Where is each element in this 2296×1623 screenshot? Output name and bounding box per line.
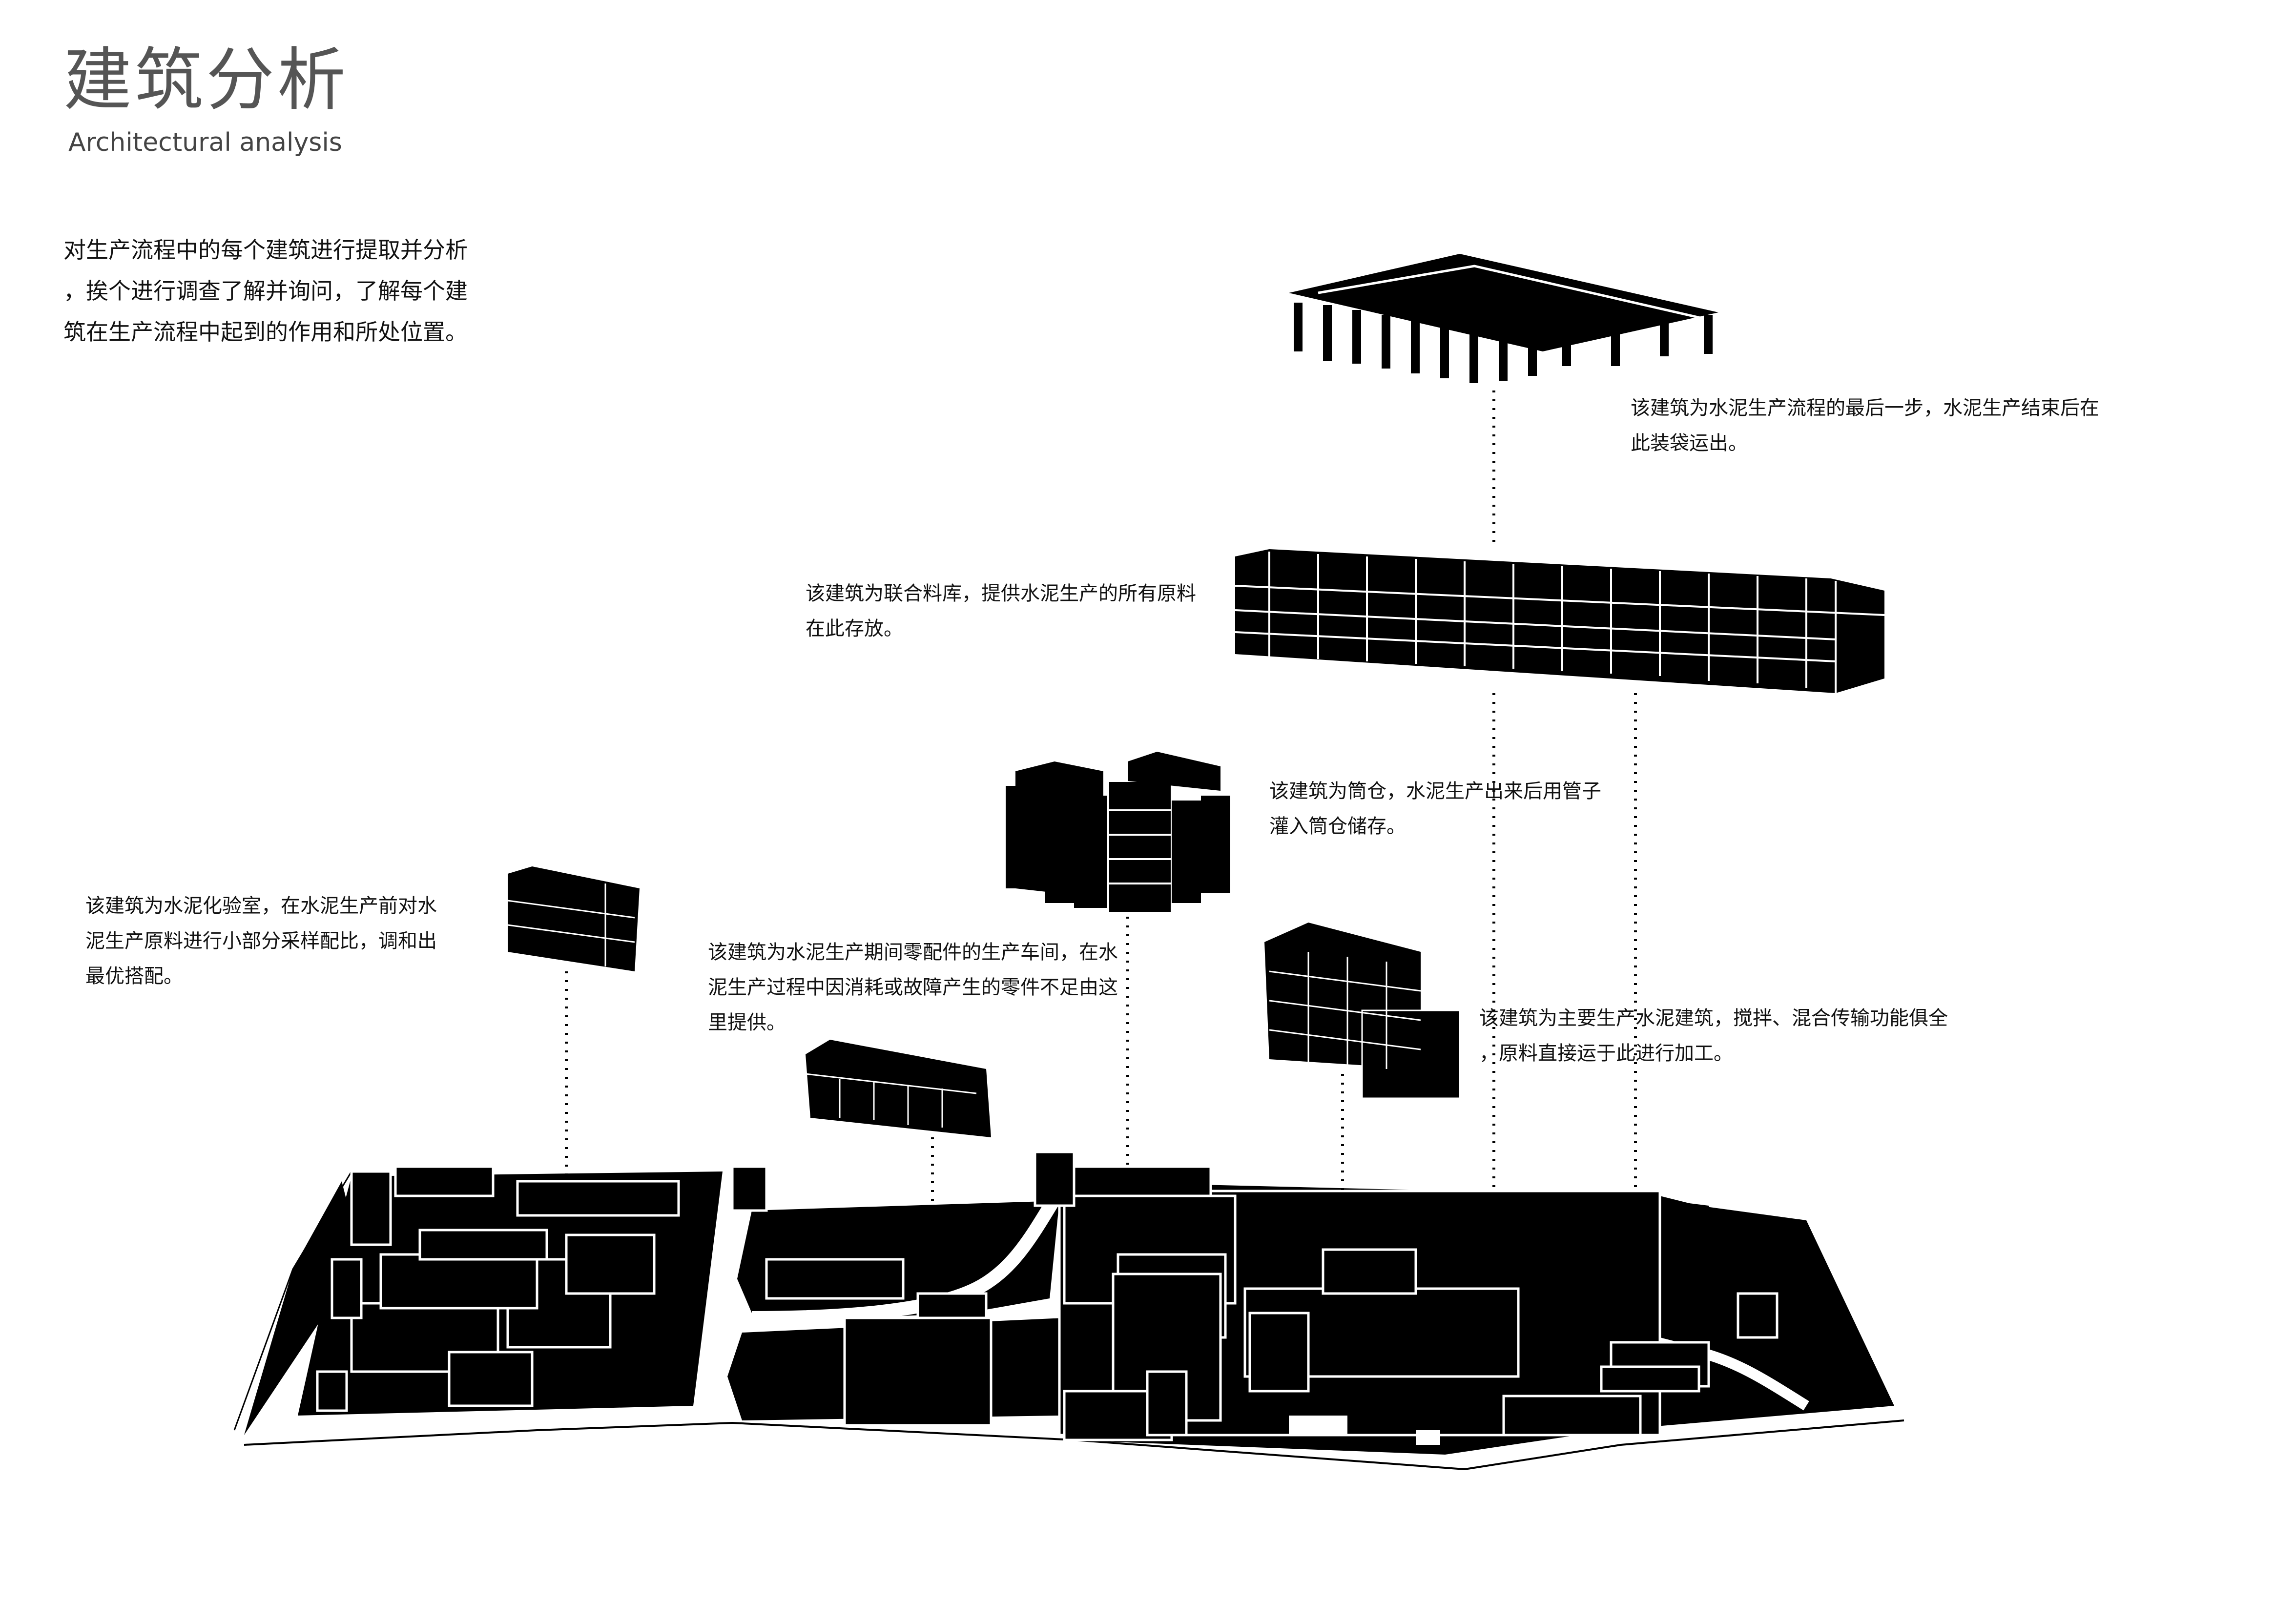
annotation-line: 最优搭配。 — [85, 965, 183, 987]
site-building — [916, 1292, 988, 1319]
building-laboratory — [507, 866, 640, 971]
silo-windows — [1108, 809, 1172, 884]
site-building — [331, 1258, 363, 1319]
building-silo — [1006, 752, 1230, 914]
annotation-main-production: 该建筑为主要生产水泥建筑，搅拌、混合传输功能俱全 ，原料直接运于此进行加工。 — [1479, 1001, 1948, 1071]
site-ground-right — [1670, 1201, 1758, 1328]
site-building — [1248, 1312, 1310, 1393]
annotation-line: 该建筑为筒仓，水泥生产出来后用管子 — [1269, 780, 1601, 802]
site-building — [448, 1351, 534, 1407]
site-building — [1600, 1365, 1700, 1393]
annotation-packing: 该建筑为水泥生产流程的最后一步，水泥生产结束后在 此装袋运出。 — [1631, 390, 2099, 461]
annotation-line: 该建筑为水泥生产期间零配件的生产车间，在水 — [708, 941, 1118, 964]
site-building-outline — [1416, 1430, 1440, 1445]
annotation-workshop: 该建筑为水泥生产期间零配件的生产车间，在水 泥生产过程中因消耗或故障产生的零件不… — [708, 935, 1118, 1040]
storage-roof — [1235, 549, 1884, 615]
site-building — [516, 1180, 680, 1217]
building-workshop — [805, 1040, 991, 1137]
site-building — [418, 1229, 548, 1261]
site-building — [350, 1170, 392, 1246]
annotation-storage: 该建筑为联合料库，提供水泥生产的所有原料 在此存放。 — [806, 576, 1196, 646]
annotation-line: 该建筑为主要生产水泥建筑，搅拌、混合传输功能俱全 — [1479, 1007, 1948, 1029]
site-boundary-line — [233, 1171, 352, 1431]
site-building — [1502, 1395, 1642, 1437]
annotation-line: 该建筑为水泥化验室，在水泥生产前对水 — [85, 895, 437, 917]
site-ground-left-strip — [244, 1181, 352, 1435]
annotation-line: 此装袋运出。 — [1631, 432, 1748, 454]
site-building — [1034, 1150, 1076, 1207]
site-building — [565, 1233, 656, 1295]
page-title: 建筑分析 — [63, 41, 349, 120]
intro-line: 对生产流程中的每个建筑进行提取并分析 — [63, 237, 468, 263]
site-building-outline — [1289, 1416, 1347, 1435]
site-building — [316, 1370, 348, 1412]
building-packing-shed — [1289, 254, 1718, 383]
site-plan — [233, 1150, 1904, 1471]
site-buildings — [316, 1150, 1779, 1441]
site-building — [843, 1316, 993, 1427]
page-subtitle: Architectural analysis — [68, 128, 342, 157]
intro-paragraph: 对生产流程中的每个建筑进行提取并分析 ，挨个进行调查了解并询问，了解每个建 筑在… — [63, 229, 503, 352]
site-building — [765, 1258, 905, 1300]
annotation-line: 该建筑为联合料库，提供水泥生产的所有原料 — [806, 582, 1196, 605]
site-building — [1146, 1370, 1188, 1437]
site-building — [731, 1165, 768, 1212]
site-building — [379, 1253, 538, 1310]
annotation-line: 在此存放。 — [806, 617, 903, 640]
intro-line: ，挨个进行调查了解并询问，了解每个建 — [63, 278, 468, 304]
site-building — [1322, 1248, 1417, 1295]
storage-body — [1235, 576, 1884, 693]
annotation-line: ，原料直接运于此进行加工。 — [1479, 1042, 1733, 1065]
annotation-lab: 该建筑为水泥化验室，在水泥生产前对水 泥生产原料进行小部分采样配比，调和出 最优… — [85, 888, 437, 994]
site-building — [1737, 1292, 1779, 1339]
annotation-line: 该建筑为水泥生产流程的最后一步，水泥生产结束后在 — [1631, 397, 2099, 419]
connector-lines — [565, 390, 1637, 1220]
annotation-line: 泥生产原料进行小部分采样配比，调和出 — [85, 930, 437, 952]
storage-facade-lines — [1235, 552, 1885, 693]
annotation-line: 里提供。 — [708, 1011, 786, 1034]
packing-roof-ridge — [1318, 265, 1709, 321]
annotation-line: 灌入筒仓储存。 — [1269, 815, 1406, 838]
annotation-line: 泥生产过程中因消耗或故障产生的零件不足由这 — [708, 976, 1118, 999]
annotation-silo: 该建筑为筒仓，水泥生产出来后用管子 灌入筒仓储存。 — [1269, 774, 1601, 844]
packing-columns — [1294, 303, 1713, 383]
building-main-production — [1264, 923, 1461, 1099]
site-building — [1073, 1165, 1212, 1197]
site-building — [394, 1165, 495, 1197]
building-storage-warehouse — [1235, 549, 1885, 693]
intro-line: 筑在生产流程中起到的作用和所处位置。 — [63, 319, 468, 345]
